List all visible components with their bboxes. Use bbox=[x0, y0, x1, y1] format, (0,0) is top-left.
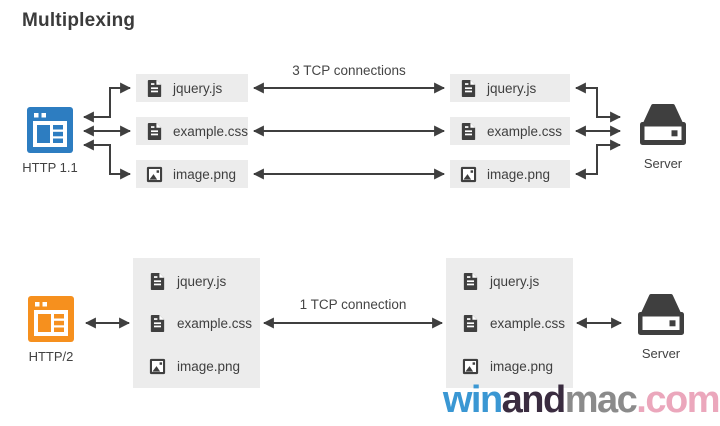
http11-label: HTTP 1.1 bbox=[22, 160, 78, 175]
file-text-icon bbox=[461, 272, 480, 291]
image-icon bbox=[461, 357, 480, 376]
file-text-icon bbox=[145, 79, 164, 98]
file-chip-jquery-right: jquery.js bbox=[450, 74, 570, 102]
file-chip-css-right: example.css bbox=[450, 117, 570, 145]
watermark-and: and bbox=[501, 379, 567, 421]
file-row-css: example.css bbox=[148, 313, 252, 333]
server-icon bbox=[636, 293, 686, 339]
file-chip-jquery-left: jquery.js bbox=[136, 74, 248, 102]
file-row-jquery: jquery.js bbox=[148, 271, 226, 291]
file-text-icon bbox=[148, 272, 167, 291]
http11-client-connectors bbox=[82, 82, 132, 180]
server-label: Server bbox=[641, 346, 681, 361]
file-text-icon bbox=[461, 314, 480, 333]
browser-icon bbox=[27, 107, 73, 153]
watermark-com: .com bbox=[636, 379, 720, 421]
file-row-image: image.png bbox=[461, 356, 553, 376]
file-row-jquery: jquery.js bbox=[461, 271, 539, 291]
file-row-label: example.css bbox=[490, 315, 566, 331]
file-chip-label: image.png bbox=[173, 166, 237, 182]
http2-label: HTTP/2 bbox=[28, 349, 74, 364]
tcp-connection-label-bottom: 1 TCP connection bbox=[299, 297, 407, 312]
file-chip-css-left: example.css bbox=[136, 117, 248, 145]
browser-icon bbox=[28, 296, 74, 342]
server-label: Server bbox=[643, 156, 683, 171]
watermark: winandmac.com bbox=[442, 379, 720, 421]
server-connectors-top bbox=[574, 82, 622, 180]
server-node-bottom: Server bbox=[631, 293, 691, 361]
file-chip-label: jquery.js bbox=[487, 80, 537, 96]
file-chip-image-right: image.png bbox=[450, 160, 570, 188]
file-text-icon bbox=[145, 122, 164, 141]
http2-client-node: HTTP/2 bbox=[16, 296, 86, 364]
file-group-box-left: jquery.js example.css bbox=[133, 258, 260, 388]
tcp-connections-label-top: 3 TCP connections bbox=[292, 63, 406, 78]
file-chip-label: example.css bbox=[173, 123, 249, 139]
file-chip-label: example.css bbox=[487, 123, 563, 139]
watermark-mac: mac bbox=[564, 379, 638, 421]
server-node-top: Server bbox=[633, 103, 693, 171]
file-row-label: image.png bbox=[177, 358, 241, 374]
file-chip-label: jquery.js bbox=[173, 80, 223, 96]
file-row-css: example.css bbox=[461, 313, 565, 333]
image-icon bbox=[148, 357, 167, 376]
file-row-image: image.png bbox=[148, 356, 240, 376]
image-icon bbox=[459, 165, 478, 184]
tcp-connection-arrows-top bbox=[252, 82, 446, 180]
file-chip-label: image.png bbox=[487, 166, 551, 182]
server-icon bbox=[638, 103, 688, 149]
page-title: Multiplexing bbox=[22, 10, 136, 31]
file-row-label: image.png bbox=[490, 358, 554, 374]
file-text-icon bbox=[459, 122, 478, 141]
watermark-win: win bbox=[442, 379, 503, 421]
file-row-label: jquery.js bbox=[490, 273, 540, 289]
http11-client-node: HTTP 1.1 bbox=[15, 107, 85, 175]
image-icon bbox=[145, 165, 164, 184]
file-text-icon bbox=[148, 314, 167, 333]
file-text-icon bbox=[459, 79, 478, 98]
file-group-box-right: jquery.js example.css bbox=[446, 258, 573, 388]
file-row-label: jquery.js bbox=[177, 273, 227, 289]
file-chip-image-left: image.png bbox=[136, 160, 248, 188]
file-row-label: example.css bbox=[177, 315, 253, 331]
